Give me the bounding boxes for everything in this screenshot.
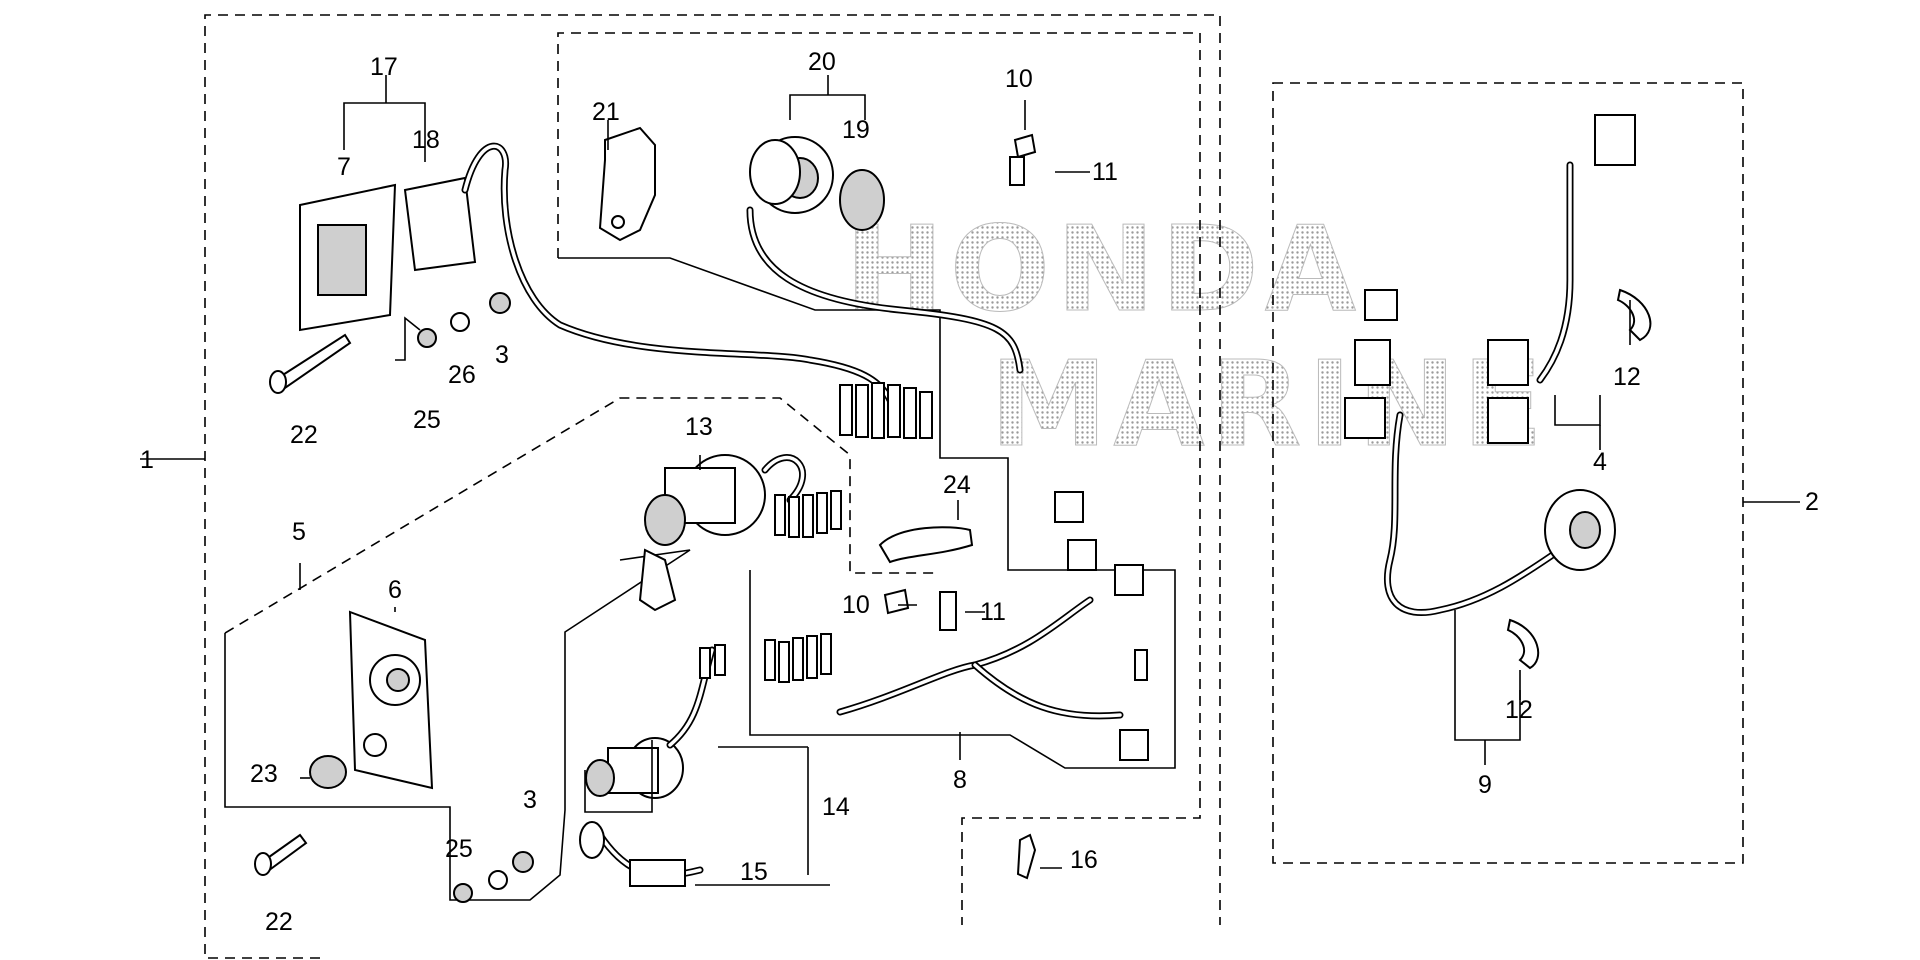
watermark-line2: MARINE xyxy=(990,335,1549,473)
label-25-bottom: 25 xyxy=(445,835,473,863)
label-25-top: 25 xyxy=(413,406,441,434)
collar-11-middle xyxy=(939,591,957,631)
label-21: 21 xyxy=(592,98,620,126)
nut-25-top xyxy=(417,328,437,348)
group-5-frame xyxy=(224,397,940,634)
nut-3-bottom xyxy=(512,851,534,873)
nut-3-top xyxy=(489,292,511,314)
label-3-top: 3 xyxy=(495,341,509,369)
callout-labels: 1 2 3 3 4 5 6 7 8 9 10 10 11 11 12 12 13… xyxy=(140,48,1819,936)
washer-26 xyxy=(450,312,470,332)
label-14: 14 xyxy=(822,793,850,821)
label-3-bottom: 3 xyxy=(523,786,537,814)
leader-lines xyxy=(299,75,1631,886)
label-20: 20 xyxy=(808,48,836,76)
clip-12-upper xyxy=(1616,288,1652,342)
connector-cluster-upper xyxy=(839,382,933,439)
label-7: 7 xyxy=(337,153,351,181)
screw-10-middle xyxy=(883,588,910,615)
harness-8 xyxy=(764,491,1149,761)
switch-18 xyxy=(403,176,477,272)
part-drawings xyxy=(254,114,1652,903)
label-6: 6 xyxy=(388,576,402,604)
label-9: 9 xyxy=(1478,771,1492,799)
label-17: 17 xyxy=(370,53,398,81)
label-1: 1 xyxy=(140,446,154,474)
honda-marine-watermark: HONDA MARINE xyxy=(845,200,1549,474)
group-8-frame xyxy=(558,257,1176,769)
group-2-frame xyxy=(1272,82,1744,864)
screw-10-top xyxy=(1013,133,1037,159)
nut-25-bottom xyxy=(453,883,473,903)
group-frames xyxy=(140,14,1800,959)
label-15: 15 xyxy=(740,858,768,886)
label-11-middle: 11 xyxy=(980,598,1006,626)
switch-opening xyxy=(317,224,367,296)
label-11-top: 11 xyxy=(1092,158,1118,186)
label-22-top: 22 xyxy=(290,421,318,449)
cover-19 xyxy=(839,169,885,231)
label-10-top: 10 xyxy=(1005,65,1033,93)
label-10-middle: 10 xyxy=(842,591,870,619)
label-19: 19 xyxy=(842,116,870,144)
label-2: 2 xyxy=(1805,488,1819,516)
label-12-lower: 12 xyxy=(1505,696,1533,724)
label-18: 18 xyxy=(412,126,440,154)
group-1-frame xyxy=(204,14,1221,959)
label-5: 5 xyxy=(292,518,306,546)
clip-16 xyxy=(1016,833,1037,880)
label-16: 16 xyxy=(1070,846,1098,874)
label-8: 8 xyxy=(953,766,967,794)
label-4: 4 xyxy=(1593,448,1607,476)
harness-4-9 xyxy=(1344,114,1652,670)
bracket-21 xyxy=(598,126,656,242)
lanyard-15 xyxy=(579,821,704,887)
stop-switch-14 xyxy=(585,644,726,799)
connector-cluster-13 xyxy=(774,490,842,538)
label-22-bottom: 22 xyxy=(265,908,293,936)
label-24: 24 xyxy=(943,471,971,499)
label-12-upper: 12 xyxy=(1613,363,1641,391)
clamp-24 xyxy=(878,526,974,564)
label-26: 26 xyxy=(448,361,476,389)
connector-top xyxy=(1594,114,1636,166)
label-13: 13 xyxy=(685,413,713,441)
collar-11-top xyxy=(1009,156,1025,186)
label-23: 23 xyxy=(250,760,278,788)
clip-12-lower xyxy=(1506,618,1540,670)
main-switch-13 xyxy=(638,454,806,612)
upper-group-frame xyxy=(557,32,1201,925)
nut-23 xyxy=(309,755,347,789)
watermark-line1: HONDA xyxy=(845,200,1362,338)
